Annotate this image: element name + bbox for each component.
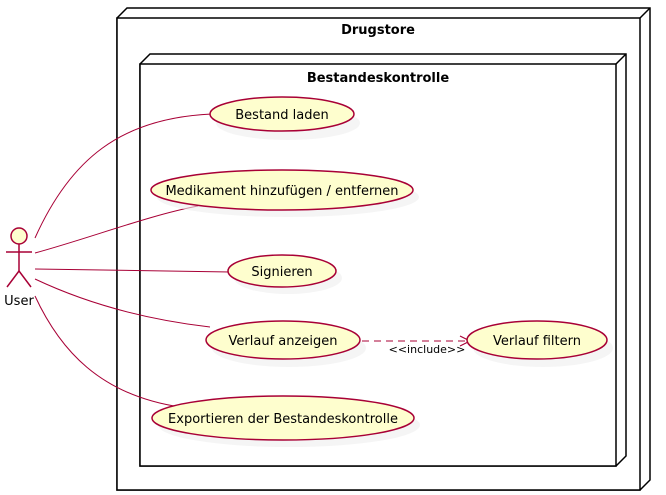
use-case-label: Exportieren der Bestandeskontrolle bbox=[168, 412, 398, 427]
use-case-label: Verlauf filtern bbox=[493, 334, 581, 349]
association-bestand-laden bbox=[34, 113, 213, 239]
associations bbox=[34, 113, 231, 408]
actor-left-leg bbox=[6, 270, 20, 288]
use-case-label: Signieren bbox=[251, 265, 312, 280]
use-case-verlauf-anzeigen: Verlauf anzeigen bbox=[205, 320, 366, 367]
association-signieren bbox=[34, 268, 231, 273]
use-case-signieren: Signieren bbox=[227, 254, 342, 294]
association-exportieren bbox=[34, 295, 181, 408]
use-case-label: Medikament hinzufügen / entfernen bbox=[165, 184, 398, 199]
drugstore-title: Drugstore bbox=[341, 23, 415, 38]
use-case-exportieren: Exportieren der Bestandeskontrolle bbox=[151, 395, 420, 447]
bestandeskontrolle-title: Bestandeskontrolle bbox=[307, 71, 450, 86]
use-case-bestand-laden: Bestand laden bbox=[209, 96, 360, 140]
actor-right-leg bbox=[18, 270, 32, 288]
use-case-medikament: Medikament hinzufügen / entfernen bbox=[150, 169, 419, 217]
use-case-label: Bestand laden bbox=[235, 108, 328, 123]
actor-head bbox=[10, 227, 28, 245]
actor-label: User bbox=[4, 294, 34, 309]
association-medikament bbox=[34, 205, 199, 254]
include-label: <<include>> bbox=[389, 343, 466, 356]
association-verlauf-anzeigen bbox=[34, 278, 211, 328]
use-case-label: Verlauf anzeigen bbox=[229, 334, 338, 349]
use-case-verlauf-filtern: Verlauf filtern bbox=[466, 320, 613, 367]
actor-user bbox=[6, 227, 32, 288]
include-dependency: <<include>> bbox=[362, 335, 472, 356]
